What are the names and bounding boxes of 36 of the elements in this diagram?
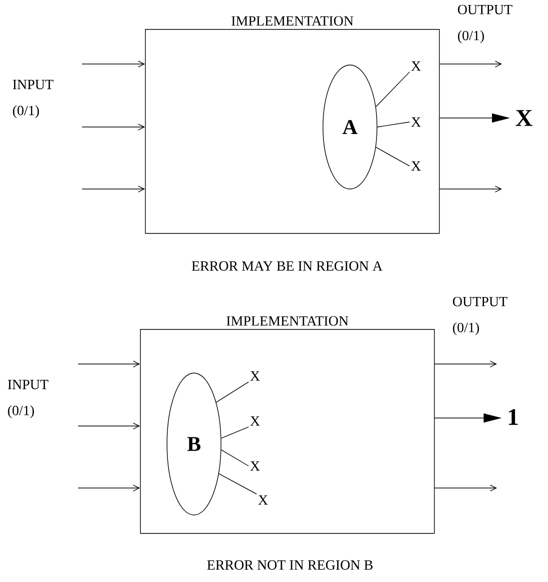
leader-line — [377, 122, 410, 128]
arrow — [78, 360, 140, 368]
signal-label: X — [258, 495, 268, 505]
implementation-box — [145, 16, 440, 234]
io-label: OUTPUT (0/1) — [452, 296, 508, 336]
leader-line — [216, 382, 249, 403]
signal-label: X — [411, 117, 421, 127]
output-value: 1 — [508, 409, 518, 425]
arrow — [78, 422, 140, 430]
box-heading: IMPLEMENTATION — [232, 16, 354, 26]
arrow — [439, 186, 502, 192]
arrow — [82, 124, 145, 130]
leader-line — [220, 449, 249, 466]
arrow — [439, 60, 502, 68]
signal-label: X — [250, 416, 260, 426]
leader-line — [220, 426, 249, 439]
io-label: INPUT (0/1) — [12, 80, 54, 118]
signal-label: X — [411, 161, 421, 171]
io-label: OUTPUT (0/1) — [458, 4, 512, 44]
caption: ERROR NOT IN REGION B — [207, 560, 373, 570]
output-value: X — [516, 110, 532, 126]
arrow — [78, 484, 140, 492]
signal-label: X — [411, 61, 421, 71]
box-heading: IMPLEMENTATION — [226, 316, 348, 326]
leader-line — [376, 146, 410, 166]
signal-label: X — [250, 461, 260, 471]
arrow — [82, 60, 145, 68]
arrow — [434, 360, 497, 368]
leader-line — [376, 72, 410, 108]
arrow — [434, 484, 497, 492]
io-label: INPUT (0/1) — [8, 380, 48, 418]
caption: ERROR MAY BE IN REGION A — [192, 261, 382, 271]
leader-line — [218, 473, 257, 494]
arrow — [82, 186, 145, 192]
implementation-box — [140, 316, 435, 534]
signal-label: X — [250, 371, 260, 381]
